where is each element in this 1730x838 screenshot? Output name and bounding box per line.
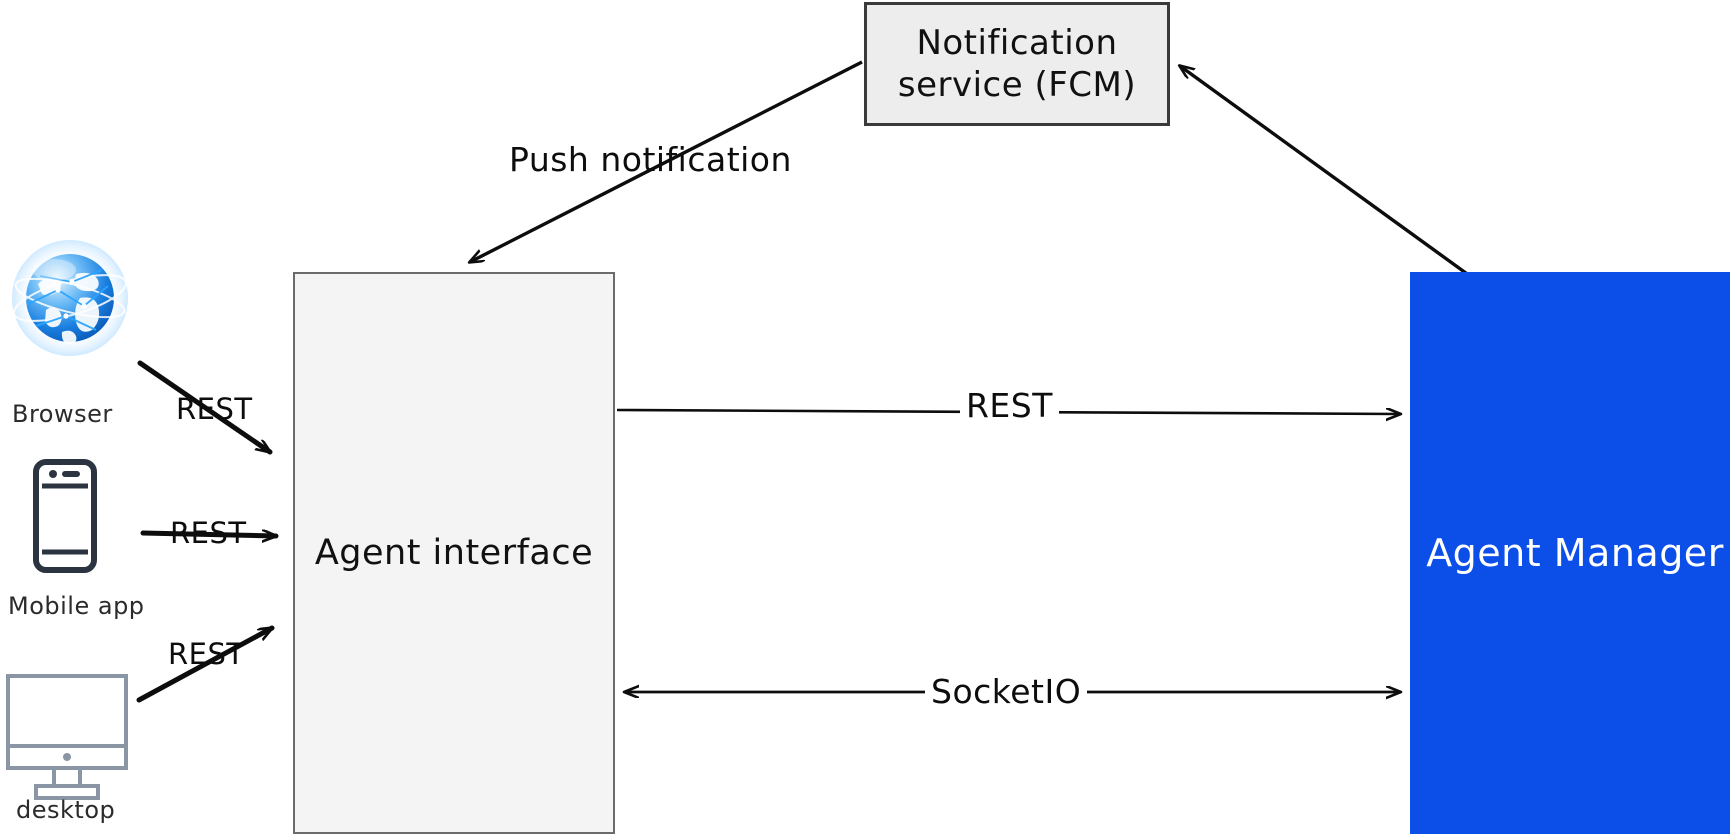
edge-label-push-notification: Push notification	[509, 140, 792, 179]
edge-label-rest-interface-manager: REST	[960, 386, 1059, 425]
edge-desktop-rest	[136, 625, 275, 703]
phone-icon	[33, 459, 97, 573]
edge-push-notification	[470, 60, 863, 262]
edge-manager-to-notification	[1180, 66, 1471, 278]
notification-service-line1: Notification	[916, 22, 1118, 63]
agent-interface-label: Agent interface	[314, 533, 594, 573]
edge-label-browser-rest: REST	[176, 392, 253, 426]
edge-label-mobile-rest: REST	[170, 516, 247, 550]
node-agent-manager[interactable]: Agent Manager	[1410, 272, 1730, 834]
client-caption-browser: Browser	[12, 400, 113, 428]
edge-label-desktop-rest: REST	[168, 637, 245, 671]
client-caption-desktop: desktop	[16, 796, 116, 824]
node-agent-interface[interactable]: Agent interface	[293, 272, 615, 834]
edge-mobile-rest	[140, 533, 279, 536]
notification-service-line2: service (FCM)	[897, 65, 1137, 105]
node-notification-service[interactable]: Notification service (FCM)	[864, 2, 1170, 126]
edge-browser-rest	[137, 360, 273, 455]
agent-manager-label: Agent Manager	[1426, 531, 1724, 575]
client-caption-mobile: Mobile app	[8, 592, 145, 620]
monitor-icon	[6, 674, 128, 800]
edge-label-socketio: SocketIO	[925, 672, 1088, 711]
globe-icon	[12, 240, 128, 356]
